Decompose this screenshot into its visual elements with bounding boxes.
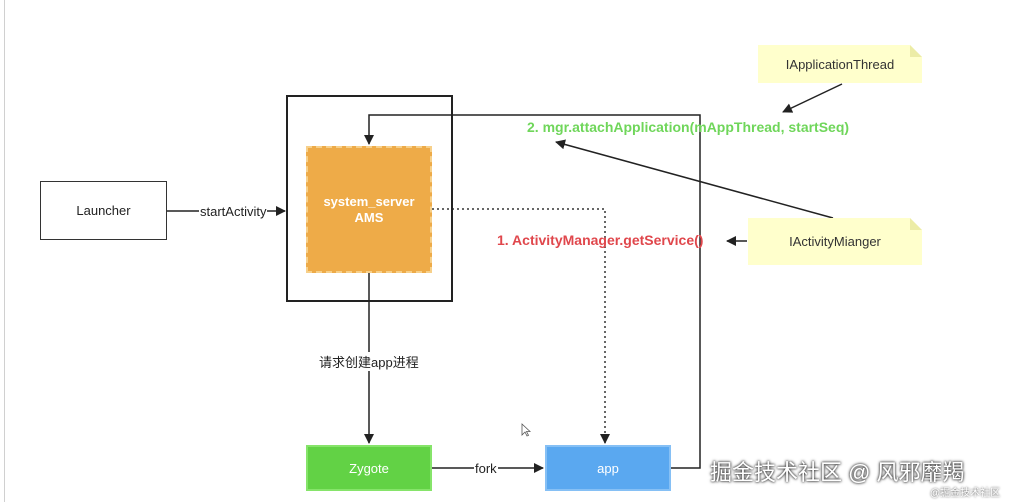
system-server-container — [286, 95, 453, 302]
page-left-border — [4, 0, 5, 502]
note-application-thread: IApplicationThread — [758, 45, 922, 83]
app-label: app — [597, 460, 619, 476]
zygote-label: Zygote — [349, 460, 389, 476]
note-activity-manager: IActivityMianger — [748, 218, 922, 265]
mouse-cursor-icon — [521, 423, 531, 437]
edge-attach-application — [364, 114, 701, 469]
launcher-label: Launcher — [76, 203, 131, 218]
edge-activity-manager-note-to-step2 — [555, 139, 834, 219]
ams-node: system_server AMS — [306, 146, 432, 273]
step2-label: 2. mgr.attachApplication(mAppThread, sta… — [527, 119, 850, 135]
note-application-thread-label: IApplicationThread — [785, 56, 895, 72]
zygote-node: Zygote — [306, 445, 432, 491]
launcher-node: Launcher — [40, 181, 167, 240]
ams-label-line1: system_server — [323, 193, 415, 209]
edge-label-fork: fork — [474, 461, 498, 476]
app-node: app — [545, 445, 671, 491]
watermark: 掘金技术社区 @ 风邪靡羯 — [710, 460, 965, 485]
edge-label-start-activity: startActivity — [199, 204, 268, 219]
edge-label-request-create: 请求创建app进程 — [318, 352, 420, 371]
edge-application-thread-note — [782, 83, 843, 113]
ams-label-line2: AMS — [354, 209, 384, 225]
watermark-small: @掘金技术社区 — [930, 488, 1001, 499]
note-activity-manager-label: IActivityMianger — [789, 234, 881, 249]
step1-label: 1. ActivityManager.getService() — [497, 232, 704, 248]
